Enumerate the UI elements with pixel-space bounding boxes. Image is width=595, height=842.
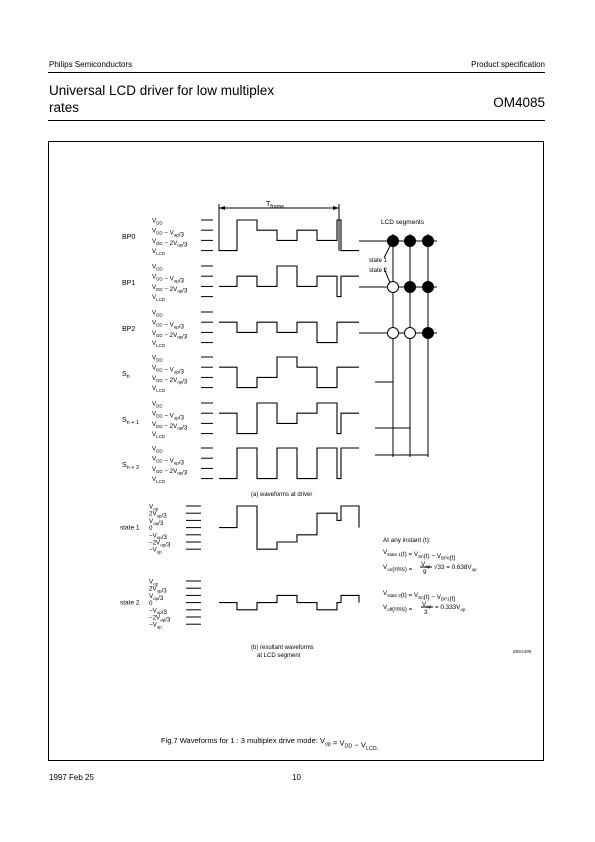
result-row-label: state 2: [120, 600, 140, 607]
company-name: Philips Semiconductors: [49, 60, 133, 69]
waveform-3: [219, 321, 359, 344]
level-label: VLCD: [152, 385, 165, 393]
frame-label: Tframe: [266, 201, 284, 210]
result-level-label: 0: [149, 600, 153, 607]
result-level-label: −Vop/3: [149, 607, 167, 616]
eq-intro: At any instant (t):: [383, 537, 431, 544]
eq-von-num: Vop: [421, 561, 431, 569]
level-label: VDD − Vop/3: [152, 456, 184, 467]
caption-b-line1: (b) resultant waveforms: [251, 645, 314, 651]
result-level-label: Vop/3: [149, 518, 164, 527]
signal-label-4: Sn: [122, 371, 130, 380]
result-level-label: 2Vop/3: [149, 511, 167, 520]
level-label: VDD − 2Vop/3: [152, 238, 188, 249]
level-label: VDD: [152, 355, 163, 363]
waveform-1: [219, 219, 359, 252]
level-label: VDD: [152, 446, 163, 454]
signal-label-6: Sn + 2: [122, 462, 139, 471]
eq-voff-den: 3: [424, 609, 428, 616]
level-label: VDD − Vop/3: [152, 411, 184, 422]
eq-voff-num: Vop: [422, 601, 432, 609]
caption-a: (a) waveforms at driver: [251, 492, 312, 498]
level-label: VDD − Vop/3: [152, 274, 184, 285]
state1-label: state 1: [369, 258, 388, 264]
level-label: VDD: [152, 218, 163, 226]
level-label: VDD − 2Vop/3: [152, 421, 188, 432]
level-label: VDD − 2Vop/3: [152, 330, 188, 341]
figure-code: MGG395: [513, 649, 532, 654]
result-level-label: −Vop: [149, 547, 162, 555]
state2-label: state 2: [369, 268, 388, 274]
arrow-head-left: [219, 206, 225, 210]
page-number: 10: [292, 773, 301, 782]
waveform-5: [219, 402, 359, 435]
eq-von-den: 9: [423, 569, 427, 576]
level-label: VDD − 2Vop/3: [152, 284, 188, 295]
level-label: VLCD: [152, 340, 165, 348]
publication-date: 1997 Feb 25: [49, 773, 94, 782]
result-level-label: −Vop/3: [149, 532, 167, 541]
result-level-label: Vop: [149, 504, 159, 512]
document-title-line2: rates: [49, 100, 80, 115]
result-level-label: −2Vop/3: [149, 615, 171, 624]
lcd-pixel: [387, 235, 399, 247]
eq-voff-right: = 0.333Vop: [435, 604, 466, 612]
eq-state1: Vstate 1(t) = VSn(t) − VBP0(t): [383, 549, 455, 562]
arrow-head-right: [333, 206, 339, 210]
level-label: VDD − 2Vop/3: [152, 375, 188, 386]
result-waveform-1: [219, 505, 360, 550]
lcd-segments-label: LCD segments: [381, 219, 425, 226]
lcd-pixel: [422, 235, 434, 247]
eq-von-left: Von(rms) =: [383, 564, 413, 573]
level-label: VDD: [152, 264, 163, 272]
header-rule: [48, 72, 545, 73]
waveform-4: [219, 356, 359, 389]
signal-label-1: BP0: [122, 234, 135, 241]
level-label: VDD − 2Vop/3: [152, 466, 188, 477]
lcd-pixel: [404, 235, 416, 247]
document-type: Product specification: [471, 60, 545, 69]
signal-label-3: BP2: [122, 326, 135, 333]
result-level-label: 2Vop/3: [149, 586, 167, 595]
level-label: VDD: [152, 401, 163, 409]
level-label: VLCD: [152, 294, 165, 302]
level-label: VLCD: [152, 248, 165, 256]
eq-voff-left: Voff(rms) =: [383, 604, 413, 613]
lcd-pixel: [422, 281, 434, 293]
result-level-label: Vop: [149, 579, 159, 587]
result-row-label: state 1: [120, 525, 140, 532]
result-level-label: Vop/3: [149, 593, 164, 602]
waveform-6: [219, 447, 359, 480]
title-rule: [48, 120, 545, 121]
eq-von-right: √33 = 0.638Vop: [434, 564, 477, 572]
state1-pointer: [383, 245, 391, 259]
lcd-pixel: [404, 281, 416, 293]
lcd-pixel: [422, 327, 434, 339]
signal-label-5: Sn + 1: [122, 417, 139, 426]
result-level-label: −Vop: [149, 622, 162, 630]
signal-label-2: BP1: [122, 280, 135, 287]
result-waveform-2: [219, 594, 360, 611]
document-title-line1: Universal LCD driver for low multiplex: [49, 83, 275, 98]
state2-pointer: [383, 267, 391, 284]
lcd-pixel: [387, 281, 399, 293]
level-label: VDD − Vop/3: [152, 365, 184, 376]
level-label: VLCD: [152, 431, 165, 439]
part-number: OM4085: [493, 95, 545, 110]
level-label: VDD − Vop/3: [152, 320, 184, 331]
level-label: VDD: [152, 310, 163, 318]
level-label: VDD − Vop/3: [152, 228, 184, 239]
lcd-pixel: [387, 327, 399, 339]
lcd-pixel: [404, 327, 416, 339]
level-label: VLCD: [152, 476, 165, 484]
caption-b-line2: at LCD segment: [257, 653, 301, 659]
waveform-2: [219, 265, 359, 298]
figure-caption: Fig.7 Waveforms for 1 : 3 multiplex driv…: [161, 736, 379, 752]
result-level-label: −2Vop/3: [149, 540, 171, 549]
result-level-label: 0: [149, 525, 153, 532]
eq-state2: Vstate 2(t) = VSn(t) − VBP1(t): [383, 590, 455, 603]
